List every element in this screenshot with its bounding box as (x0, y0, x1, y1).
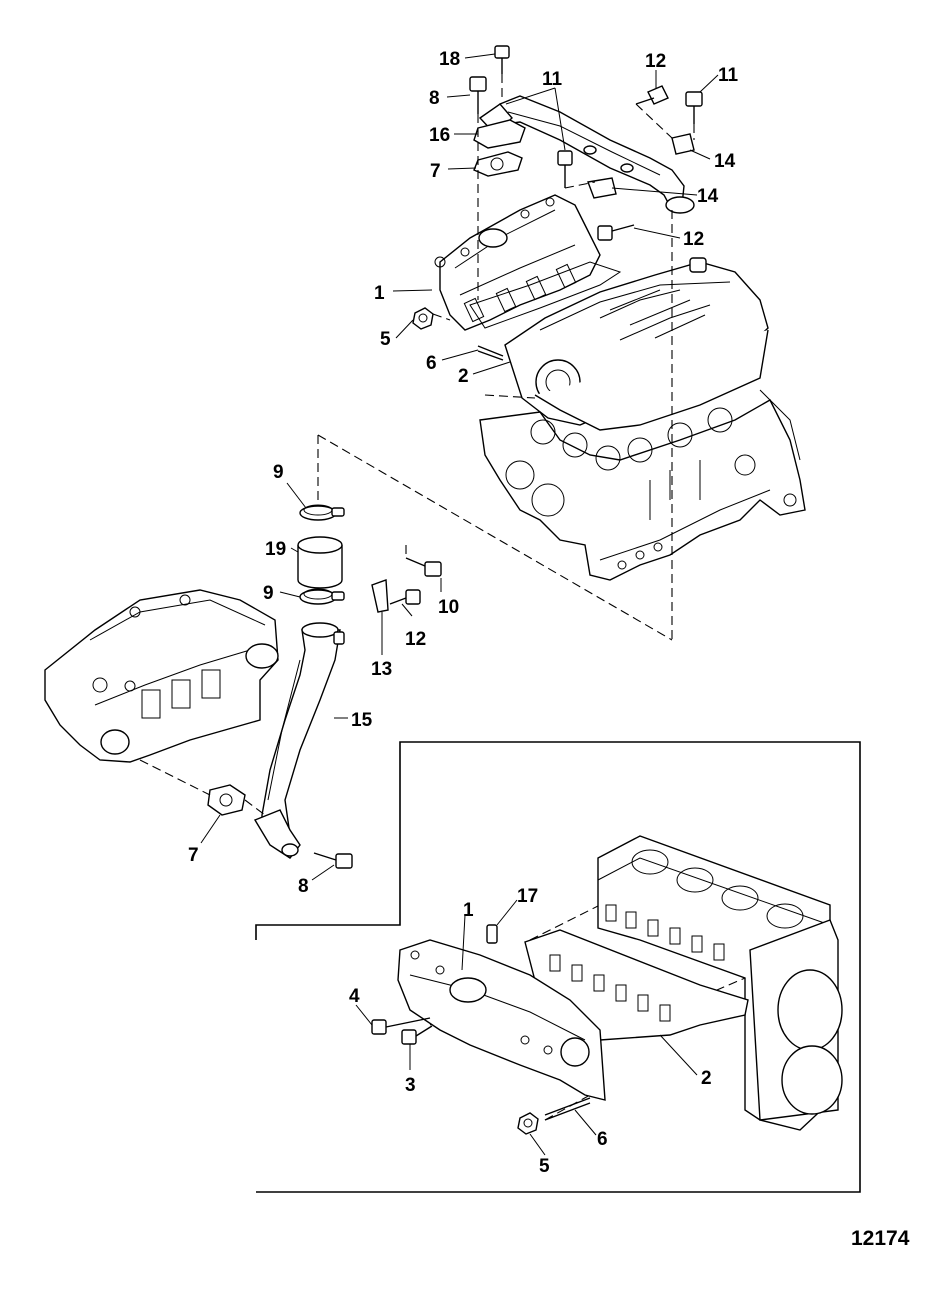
callout-15: 15 (351, 710, 373, 731)
callout-2-main: 2 (458, 366, 469, 387)
callout-14-upper: 14 (714, 151, 736, 172)
inset-callout-2: 2 (701, 1068, 712, 1089)
inset-panel (255, 741, 861, 1193)
callout-11-right: 11 (718, 65, 739, 86)
callout-9-upper: 9 (273, 462, 284, 483)
inset-callout-17: 17 (517, 886, 538, 907)
callout-6-main: 6 (426, 353, 437, 374)
callout-12-top: 12 (645, 51, 666, 72)
callout-9-lower: 9 (263, 583, 274, 604)
inset-callout-1: 1 (463, 900, 474, 921)
inset-callout-5: 5 (539, 1156, 550, 1177)
exhaust-manifold-upper (434, 194, 622, 331)
callout-7-lower: 7 (188, 845, 199, 866)
inset-callout-6: 6 (597, 1129, 608, 1150)
callout-12-mid: 12 (683, 229, 704, 250)
water-pipe-15 (253, 622, 345, 859)
callout-8-lower: 8 (298, 876, 309, 897)
callout-8-top: 8 (429, 88, 440, 109)
fasteners-main (313, 45, 703, 869)
callout-labels-main: 18 8 16 7 11 12 11 14 14 12 1 5 6 2 9 19… (188, 49, 739, 897)
water-pipe-upper (473, 95, 695, 214)
callout-19: 19 (265, 539, 286, 560)
hose-and-clamps (297, 504, 345, 605)
callout-11-left: 11 (542, 69, 563, 90)
engine-block (479, 257, 806, 581)
heat-exchanger-housing (44, 589, 279, 816)
callout-labels-inset: 17 1 4 3 2 6 5 (349, 886, 712, 1177)
callout-14-lower: 14 (697, 186, 719, 207)
callout-10: 10 (438, 597, 459, 618)
callout-12-lower: 12 (405, 629, 426, 650)
leader-lines (200, 53, 719, 881)
callout-7-top: 7 (430, 161, 441, 182)
inset-callout-3: 3 (405, 1075, 416, 1096)
callout-18: 18 (439, 49, 460, 70)
figure-number: 12174 (851, 1227, 910, 1250)
callout-13: 13 (371, 659, 392, 680)
callout-5-main: 5 (380, 329, 391, 350)
inset-callout-4: 4 (349, 986, 360, 1007)
assembly-lines (139, 74, 746, 1121)
callout-16: 16 (429, 125, 450, 146)
callout-1-main: 1 (374, 283, 385, 304)
